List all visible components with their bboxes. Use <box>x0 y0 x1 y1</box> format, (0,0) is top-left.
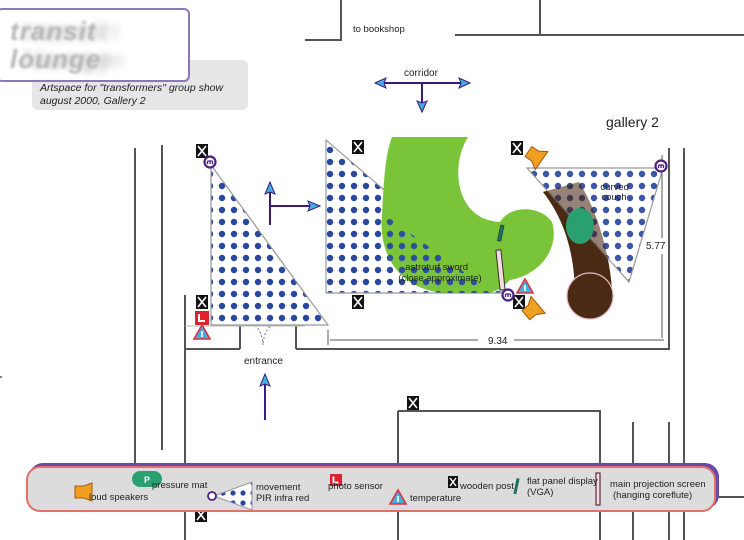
left-projection-triangle <box>210 163 330 326</box>
projection-screen <box>495 249 506 291</box>
to-bookshop-label: to bookshop <box>353 24 405 35</box>
legend-speaker-icon <box>74 482 93 502</box>
legend-flat-panel-line-2: (VGA) <box>527 487 554 498</box>
legend-temperature-icon <box>388 488 408 505</box>
svg-text:P: P <box>144 475 150 485</box>
subtitle-line-1: Artspace for "transformers" group show <box>40 82 224 94</box>
legend-flat-panel-label: flat panel display (VGA) <box>527 476 598 498</box>
legend-projection-line-2: (hanging coreflute) <box>613 490 693 501</box>
pir-sensor-icon <box>203 155 217 169</box>
legend-icons: P <box>74 471 601 510</box>
direction-arrows <box>264 180 322 225</box>
couch-label: curved couch <box>600 182 631 203</box>
dimension-height-label: 5.77 <box>646 241 666 252</box>
logo: transit lounge <box>0 8 190 82</box>
legend-wooden-post-label: wooden post <box>460 481 514 492</box>
legend-pir-icon <box>207 481 253 510</box>
loud-speaker-icon <box>521 141 549 171</box>
legend-movement-label: movement <box>256 482 301 493</box>
subtitle-text: Artspace for "transformers" group show a… <box>40 82 223 108</box>
pir-sensor-icon <box>654 159 668 173</box>
wooden-post-icon <box>510 140 524 156</box>
turf-dot-overlay <box>381 213 493 293</box>
flat-panel-display <box>497 224 505 242</box>
legend-projection-screen-icon <box>595 472 601 506</box>
logo-line-2: lounge <box>10 44 102 74</box>
subtitle-line-2: august 2000, Gallery 2 <box>40 95 146 107</box>
legend-pir-label: PIR infra red <box>256 493 310 504</box>
wooden-post-icon <box>512 294 526 310</box>
wooden-post-icon <box>195 294 209 310</box>
legend-pressure-mat-label: pressure mat <box>152 480 208 491</box>
photo-sensor-icon <box>194 310 210 326</box>
couch-cushion <box>566 208 594 244</box>
legend: P loud speakers pressure mat movement PI… <box>26 466 716 512</box>
legend-flat-panel-icon <box>513 477 520 495</box>
wooden-post-icon <box>406 395 420 411</box>
legend-loud-speakers-label: loud speakers <box>89 492 149 503</box>
logo-line-1: transit <box>10 16 97 46</box>
dimension-width-label: 9.34 <box>488 336 508 347</box>
legend-projection-line-1: main projection screen <box>610 479 706 490</box>
corridor-arrows <box>373 77 472 114</box>
marker-dot <box>0 376 2 378</box>
pir-sensor-icon <box>501 288 515 302</box>
legend-temperature-label: temperature <box>410 493 462 504</box>
legend-photo-sensor-icon <box>330 474 342 486</box>
legend-wooden-post-icon <box>448 476 458 488</box>
wooden-post-icon <box>195 143 209 159</box>
corridor-label: corridor <box>404 68 439 79</box>
wooden-post-icon <box>351 139 365 155</box>
wooden-post-icon <box>351 294 365 310</box>
gallery-title: gallery 2 <box>606 114 659 130</box>
entrance-label: entrance <box>244 356 283 367</box>
legend-photo-sensor-label: photo sensor <box>328 481 383 492</box>
temperature-sensor-icon <box>516 278 534 294</box>
couch-end <box>566 272 614 320</box>
astroturf-label: astroturf sword (close approximate) <box>398 262 481 284</box>
legend-projection-label: main projection screen (hanging coreflut… <box>610 479 706 501</box>
entrance-arrow <box>259 372 271 420</box>
dimension-width <box>327 330 664 345</box>
legend-pressure-mat-icon: P <box>132 471 162 487</box>
legend-flat-panel-line-1: flat panel display <box>527 476 598 487</box>
temperature-sensor-icon <box>193 324 211 340</box>
